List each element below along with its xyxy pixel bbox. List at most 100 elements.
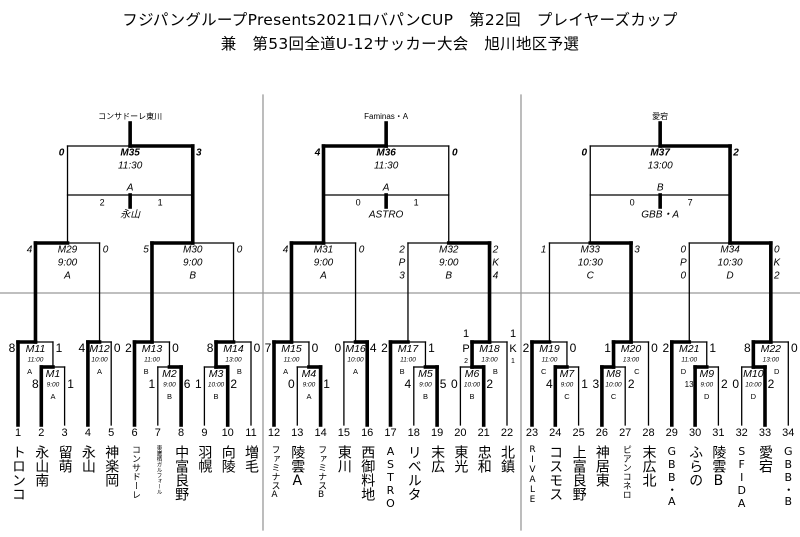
score-left: 3: [593, 377, 600, 391]
score-right: 0: [312, 341, 319, 355]
match-time: 11:00: [542, 357, 558, 364]
match-time: 11:00: [284, 357, 300, 364]
score-left: 0: [59, 148, 65, 159]
match-label: M6: [465, 368, 480, 380]
match-court: B: [167, 392, 172, 401]
match-court: B: [214, 392, 219, 401]
score-right: 2: [230, 377, 237, 391]
team-name: 北鎮: [499, 445, 515, 473]
match-label: M19: [539, 343, 560, 355]
team-number: 21: [478, 427, 490, 439]
score-left: 1: [463, 328, 469, 340]
team-name: 末広北: [640, 445, 657, 487]
third-place-score-left: 0: [630, 197, 635, 207]
team-name: 陵雲A: [289, 445, 306, 489]
score-right: 0: [114, 341, 121, 355]
score-left: 2: [398, 245, 405, 256]
team-name: RIVALE: [527, 445, 538, 505]
match-label: M7: [560, 368, 576, 380]
match-time: 11:00: [400, 357, 416, 364]
match-court: A: [50, 392, 55, 401]
match-label: M2: [162, 368, 177, 380]
team-name: 羽幌: [196, 445, 213, 473]
match-court: B: [657, 183, 664, 194]
score-left: 1: [604, 341, 611, 355]
team-number: 23: [526, 427, 538, 439]
score-right: 3: [634, 245, 640, 256]
team-name: コンサドーレ: [130, 445, 140, 499]
third-place-score-left: 2: [100, 197, 105, 207]
match-court: A: [283, 367, 288, 376]
score-left: 4: [27, 245, 33, 256]
match-label: M9: [699, 368, 714, 380]
team-number: 25: [572, 427, 584, 439]
score-right: 5: [440, 377, 447, 391]
match-court: D: [751, 392, 757, 401]
score-right: 2: [492, 245, 499, 256]
team-name: 増毛: [243, 445, 259, 473]
team-name: 向陵: [219, 445, 236, 473]
score-left: 4: [404, 377, 411, 391]
score-right: 6: [184, 377, 191, 391]
match-court: A: [63, 271, 71, 282]
team-name: トロンコ: [10, 445, 26, 501]
team-name: ファミナスB: [316, 445, 327, 500]
team-number: 19: [431, 427, 443, 439]
team-name: 神楽岡: [103, 445, 120, 487]
match-time: 9:00: [561, 382, 574, 389]
score-right: 3: [196, 148, 202, 159]
match-time: 11:00: [681, 357, 697, 364]
match-court: C: [587, 271, 595, 282]
match-court: B: [470, 392, 475, 401]
champion-label: 愛宕: [652, 111, 668, 121]
score-right: 0: [791, 341, 798, 355]
score-left: 1: [195, 377, 202, 391]
score-left: 8: [32, 377, 39, 391]
score-left: 2: [125, 341, 132, 355]
team-name: GBB・B: [781, 445, 795, 508]
match-court: A: [306, 392, 311, 401]
team-number: 28: [642, 427, 654, 439]
match-time: 9:00: [439, 258, 459, 269]
score-left: 4: [283, 245, 289, 256]
team-number: 18: [408, 427, 420, 439]
match-court: A: [27, 367, 32, 376]
score-right: 0: [172, 341, 179, 355]
team-name: 留萌: [56, 445, 73, 473]
score-right: 0: [452, 148, 458, 159]
pk-score-left: 0: [680, 271, 686, 282]
team-number: 4: [85, 427, 91, 439]
team-name: ファミナスA: [269, 445, 280, 500]
match-label: M36: [376, 148, 396, 159]
pk-mark-right: K: [773, 258, 781, 269]
score-left: 5: [143, 245, 149, 256]
team-name: 東光: [452, 445, 469, 473]
team-name: 上富良野: [570, 445, 587, 501]
match-time: 13:00: [225, 357, 242, 364]
third-place-name: ASTRO: [368, 210, 404, 221]
match-court: B: [445, 271, 452, 282]
score-left: 4: [546, 377, 553, 391]
pk-score-right: 4: [493, 271, 499, 282]
match-time: 13:00: [481, 357, 498, 364]
score-right: 2: [732, 148, 739, 159]
match-label: M12: [89, 343, 110, 355]
score-left: 0: [288, 377, 295, 391]
third-place-name: 永山: [120, 209, 141, 221]
team-number: 20: [454, 427, 466, 439]
pk-mark-left: P: [399, 258, 406, 269]
match-court: B: [237, 367, 242, 376]
score-right: 1: [67, 377, 74, 391]
match-court: A: [319, 271, 327, 282]
team-number: 32: [736, 427, 748, 439]
match-court: D: [726, 271, 733, 282]
match-label: M11: [26, 343, 46, 355]
third-place-score-left: 0: [356, 197, 361, 207]
tournament-subtitle: 兼 第53回全道U-12サッカー大会 旭川地区予選: [220, 35, 580, 53]
score-right: 1: [323, 377, 330, 391]
match-time: 10:30: [578, 258, 603, 269]
team-number: 30: [689, 427, 701, 439]
champion-label: Faminas・A: [364, 112, 409, 121]
match-court: B: [493, 367, 498, 376]
match-label: M32: [439, 245, 459, 256]
